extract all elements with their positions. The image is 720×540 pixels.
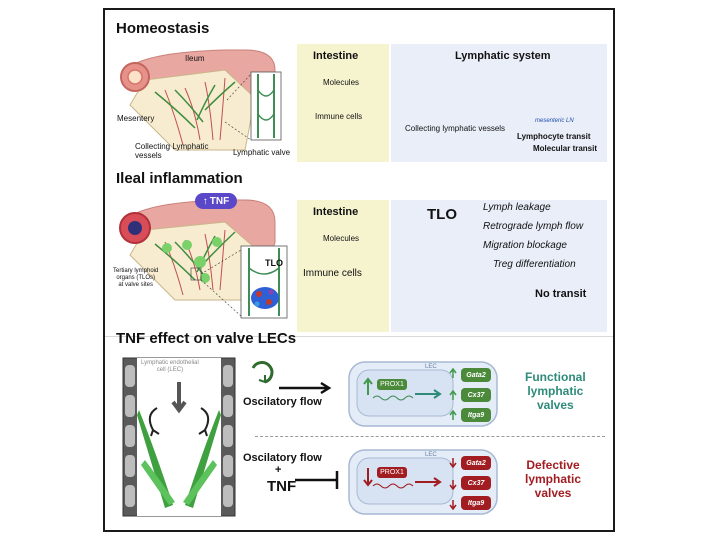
inhibition-arrow	[295, 471, 339, 489]
intestine-heading-homeostasis: Intestine	[313, 50, 359, 62]
activation-arrow	[279, 381, 332, 395]
functional-valves-label: Functional lymphatic valves	[525, 370, 586, 412]
lec-cell-label: Lymphatic endothelial cell (LEC)	[141, 360, 199, 373]
oscillatory-flow-label-1: Oscilatory flow	[243, 396, 322, 408]
effect-treg-differentiation: Treg differentiation	[493, 259, 576, 270]
immune-cells-label-homeostasis: Immune cells	[315, 112, 363, 121]
molecular-transit-label: Molecular transit	[533, 144, 598, 153]
gene-cx37-defective: Cx37	[461, 476, 491, 490]
gene-cx37-functional: Cx37	[461, 388, 491, 402]
defective-valves-label: Defective lymphatic valves	[525, 458, 582, 500]
lymphatic-valve-label: Lymphatic valve	[233, 148, 291, 157]
gene-gata2-defective: Gata2	[461, 456, 491, 470]
section-divider	[105, 336, 613, 337]
inflamed-ileum	[119, 199, 276, 301]
inflammation-title: Ileal inflammation	[116, 170, 243, 187]
no-transit-label: No transit	[535, 288, 587, 300]
ileum-illustration	[120, 49, 276, 151]
figure-frame: Homeostasis	[103, 8, 615, 532]
tnf-badge-label: TNF	[209, 195, 230, 207]
tlo-big-label: TLO	[427, 206, 457, 223]
up-arrow-icon: ↑	[202, 195, 208, 207]
oscillatory-flow-icon	[251, 360, 274, 384]
tlo-inset	[200, 245, 288, 319]
lec-defective-cell	[348, 449, 498, 515]
molecules-label-homeostasis: Molecules	[323, 78, 360, 87]
collecting-lymphatic-vessels-label: Collecting lymphatic vessels	[405, 124, 506, 133]
molecules-label-inflammation: Molecules	[323, 234, 360, 243]
tnf-label: TNF	[267, 478, 297, 495]
prox1-functional: PROX1	[377, 379, 407, 390]
lymphocyte-transit-label: Lymphocyte transit	[517, 132, 591, 141]
tnf-divider	[255, 436, 605, 437]
ileum-label: Ileum	[185, 54, 205, 63]
intestine-panel-inflammation	[297, 200, 389, 332]
collecting-vessels-label: Collecting Lymphatic vessels	[135, 142, 209, 160]
immune-cells-label-inflammation: Immune cells	[303, 268, 362, 279]
lec-label-functional: LEC	[425, 364, 437, 370]
oscillatory-flow-label-2: Oscilatory flow	[243, 452, 322, 464]
prox1-defective: PROX1	[377, 467, 407, 478]
lec-label-defective: LEC	[425, 452, 437, 458]
effect-lymph-leakage: Lymph leakage	[483, 202, 551, 213]
homeostasis-title: Homeostasis	[116, 20, 210, 37]
gene-itga9-defective: Itga9	[461, 496, 491, 510]
gene-itga9-functional: Itga9	[461, 408, 491, 422]
mesentery-label: Mesentery	[117, 114, 155, 123]
tlo-note-label: Tertiary lymphoid organs (TLOs) at valve…	[113, 268, 159, 288]
lymphatic-system-heading: Lymphatic system	[455, 50, 551, 62]
gene-gata2-functional: Gata2	[461, 368, 491, 382]
effect-migration-blockage: Migration blockage	[483, 240, 567, 251]
effect-retrograde-flow: Retrograde lymph flow	[483, 221, 584, 232]
lec-tissue-diagram	[122, 357, 236, 517]
mesenteric-ln-label: mesenteric LN	[535, 118, 574, 124]
valve-inset	[224, 71, 282, 141]
intestine-panel-homeostasis	[297, 44, 389, 162]
intestine-heading-inflammation: Intestine	[313, 206, 359, 218]
plus-label: +	[275, 464, 282, 476]
tlo-inset-label: TLO	[265, 258, 283, 268]
lymphatic-panel-homeostasis	[391, 44, 607, 162]
tnf-badge: ↑TNF	[195, 193, 237, 209]
lymphatic-panel-inflammation	[391, 200, 607, 332]
tnf-effect-title: TNF effect on valve LECs	[116, 330, 297, 347]
